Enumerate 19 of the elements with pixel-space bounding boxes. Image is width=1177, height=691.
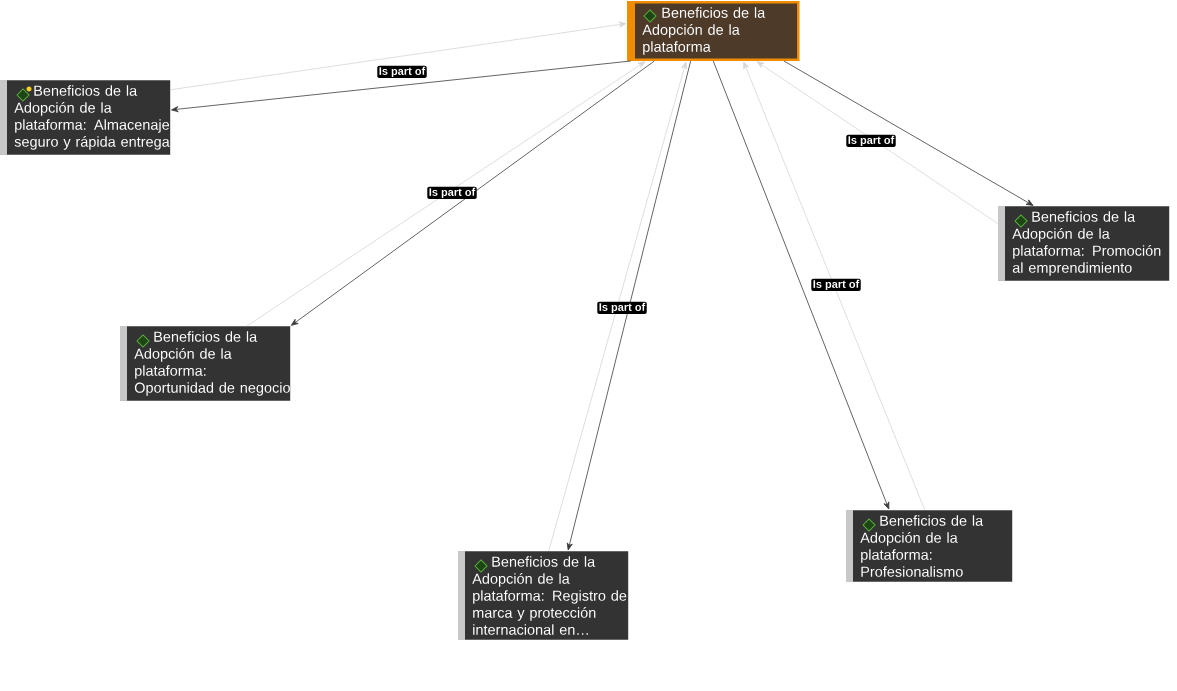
- topic-box: Beneficios de la Adopción de la plataforma: Oportunidad de negocio: [120, 326, 291, 401]
- arrow: [756, 61, 999, 225]
- edge-label: Is part of: [846, 134, 896, 148]
- topic-box: Beneficios de la Adopción de la plataforma: [627, 1, 800, 61]
- arrow: [170, 21, 627, 91]
- topic-box: Beneficios de la Adopción de la plataforma: Almacenaje seguro y rápida entrega: [0, 80, 171, 155]
- edge-label: Is part of: [597, 301, 647, 315]
- arrow: [712, 60, 890, 510]
- arrow: [783, 60, 1034, 206]
- arrow: [548, 61, 688, 552]
- topic-box: Beneficios de la Adopción de la plataforma: Registro de marca y protección internacional en…: [458, 551, 629, 641]
- arrow: [566, 60, 692, 551]
- arrow: [743, 61, 926, 511]
- edge-label: Is part of: [811, 278, 861, 292]
- topic-box: Beneficios de la Adopción de la plataforma: Promoción al emprendimiento: [998, 206, 1170, 281]
- edge-label: Is part of: [377, 65, 427, 79]
- arrow: [171, 60, 632, 113]
- topic-box: Beneficios de la Adopción de la plataforma: Profesionalismo: [846, 510, 1013, 583]
- edge-label: Is part of: [427, 186, 477, 200]
